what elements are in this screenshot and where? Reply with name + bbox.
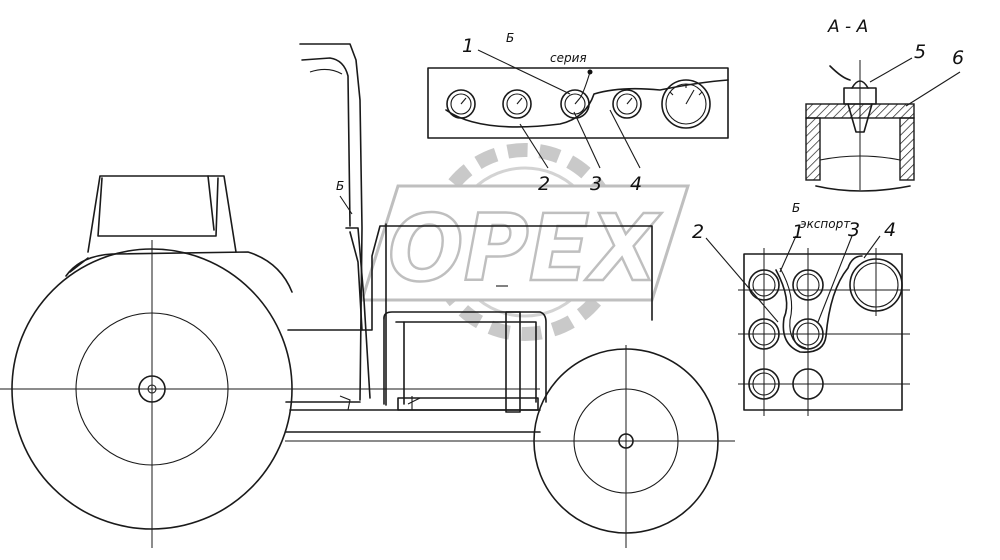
- tractor-view-marker: Б: [336, 179, 344, 193]
- gauge: [748, 368, 780, 400]
- dashboard-series-view: Б серия: [427, 31, 729, 195]
- gauge: [612, 89, 642, 119]
- series-callout-1: 1: [462, 35, 474, 57]
- series-callout-3: 3: [590, 173, 602, 195]
- large-gauge: [849, 258, 903, 312]
- series-view-letter: Б: [506, 31, 514, 45]
- watermark-text: OPEX: [388, 195, 662, 302]
- dashboard-export-view: Б экспорт 1 2 3: [692, 201, 910, 416]
- gauge: [792, 368, 824, 400]
- gauge: [792, 318, 824, 350]
- section-title: А - А: [827, 17, 868, 37]
- gauge: [792, 269, 824, 301]
- section-callout-5: 5: [914, 41, 926, 63]
- export-callout-2: 2: [692, 221, 704, 243]
- export-callout-1: 1: [792, 221, 804, 243]
- large-gauge: [661, 79, 711, 129]
- section-callout-6: 6: [952, 47, 964, 69]
- gauge: [748, 269, 780, 301]
- gauge: [748, 318, 780, 350]
- series-callout-2: 2: [538, 173, 550, 195]
- gauge: [502, 89, 532, 119]
- export-view-letter: Б: [792, 201, 800, 215]
- tractor-side-view: Б: [0, 43, 735, 548]
- export-caption: экспорт: [800, 217, 851, 231]
- export-callout-3: 3: [848, 219, 860, 241]
- export-callout-4: 4: [884, 219, 896, 241]
- section-view-a-a: А - А 5 6: [805, 17, 964, 192]
- series-caption: серия: [550, 51, 587, 65]
- series-callout-4: 4: [630, 173, 642, 195]
- watermark: OPEX: [359, 143, 691, 341]
